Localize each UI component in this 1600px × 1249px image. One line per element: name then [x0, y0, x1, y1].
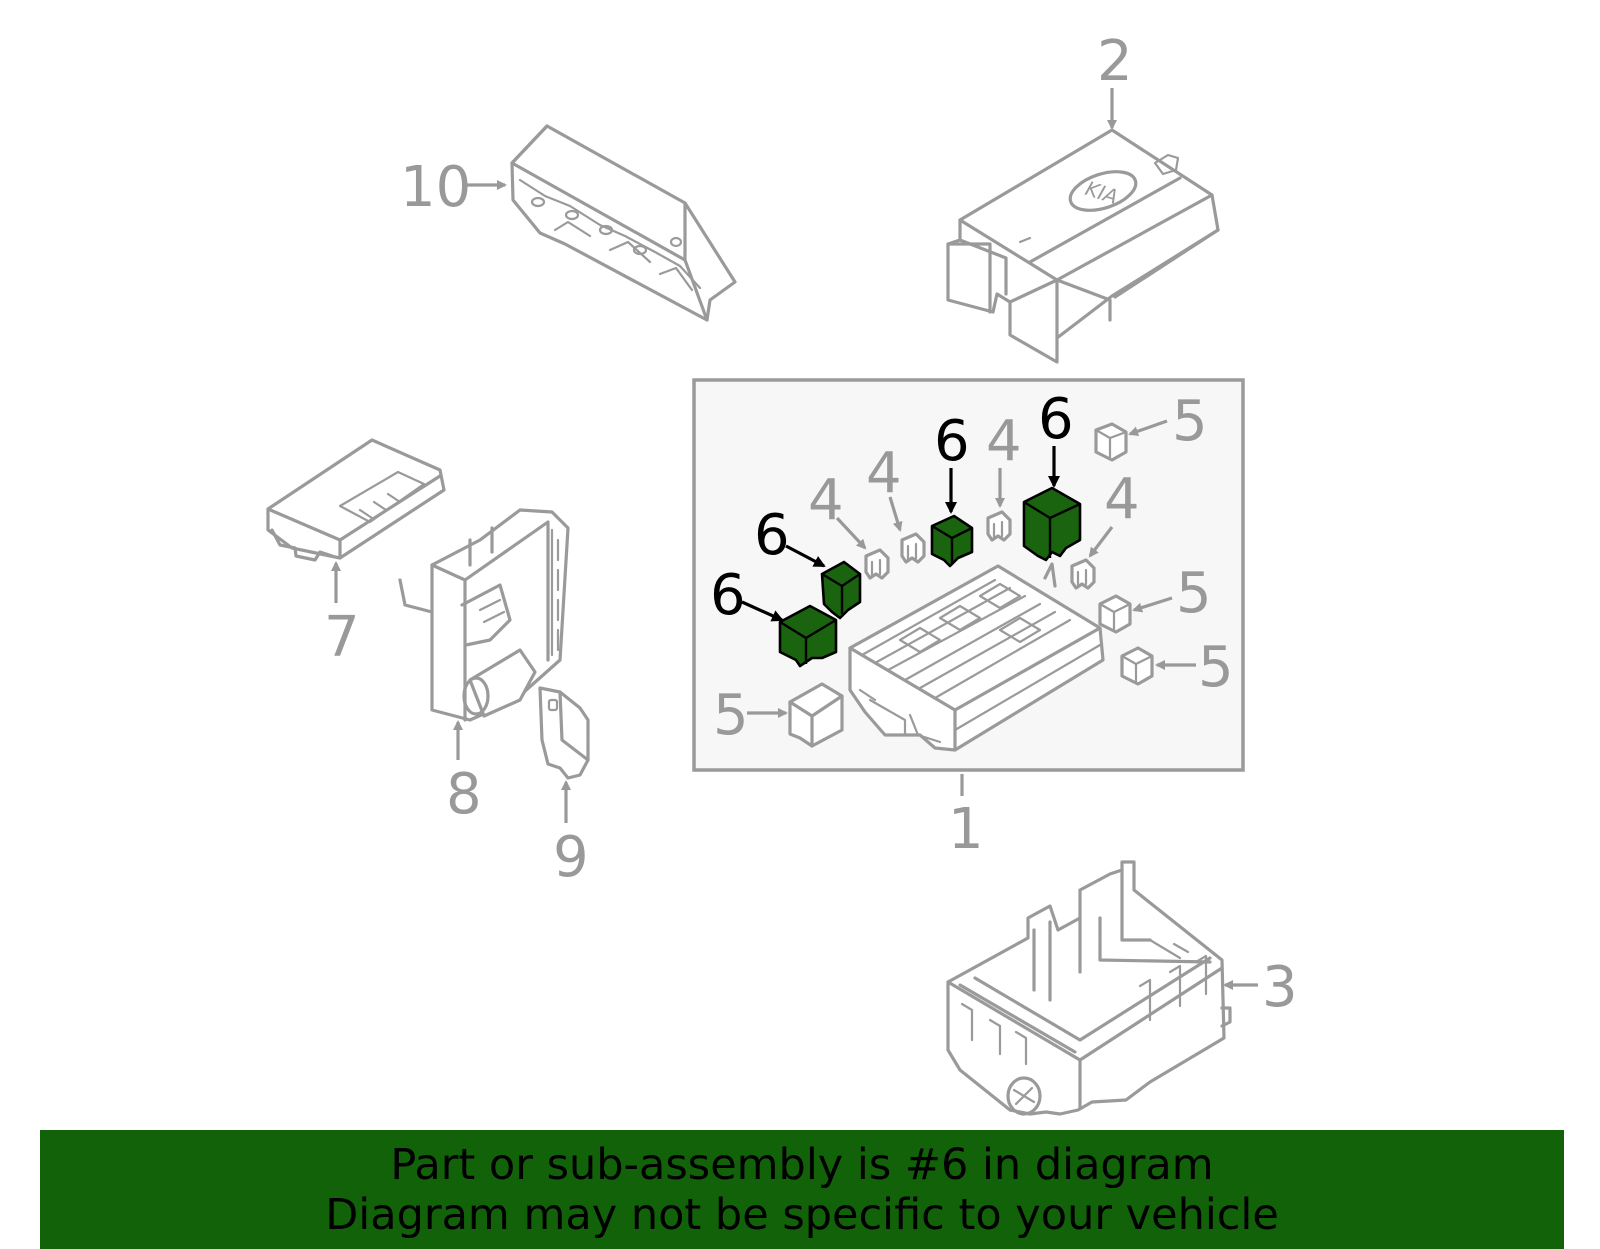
callout-9-label: 9: [553, 825, 589, 890]
callout-4c-label: 4: [986, 409, 1022, 474]
part-6-relay-a: [1022, 486, 1082, 562]
callout-5c: 5: [1155, 635, 1234, 700]
part-7-module: [266, 438, 446, 562]
callout-6b-label: 6: [934, 409, 970, 474]
part-5-relay-a: [1094, 422, 1128, 462]
callout-6a: 6: [1038, 387, 1074, 488]
callout-6d-label: 6: [710, 563, 746, 628]
callout-7: 7: [324, 561, 360, 670]
part-2-cover: KIA: [946, 128, 1220, 364]
callout-1: 1: [948, 774, 984, 862]
callout-8-label: 8: [446, 762, 482, 827]
part-6-relay-b: [930, 514, 974, 568]
callout-3: 3: [1223, 955, 1298, 1020]
callout-5d: 5: [713, 683, 788, 748]
callout-5d-label: 5: [713, 683, 749, 748]
info-banner: Part or sub-assembly is #6 in diagram Di…: [40, 1130, 1564, 1249]
part-5-relay-d: [788, 682, 844, 748]
part-4-fuse-d: [1070, 558, 1096, 590]
callout-6a-label: 6: [1038, 387, 1074, 452]
callout-4a: 4: [808, 468, 867, 550]
banner-line-2: Diagram may not be specific to your vehi…: [325, 1189, 1279, 1240]
callout-1-label: 1: [948, 797, 984, 862]
callout-10: 10: [400, 155, 507, 220]
part-4-fuse-a: [864, 548, 890, 580]
callout-2-label: 2: [1097, 29, 1133, 94]
callout-6c-label: 6: [754, 503, 790, 568]
callout-3-label: 3: [1262, 955, 1298, 1020]
callout-5a: 5: [1128, 389, 1208, 454]
callout-5c-label: 5: [1198, 635, 1234, 700]
part-6-relay-d: [778, 604, 838, 668]
callout-5a-label: 5: [1172, 389, 1208, 454]
callout-6c: 6: [754, 503, 826, 568]
part-3-tray: [946, 860, 1232, 1116]
callout-4d: 4: [1088, 467, 1140, 558]
part-1-fuse-block: [848, 562, 1105, 752]
part-9-bracket: [538, 686, 590, 780]
part-5-relay-c: [1120, 646, 1154, 686]
callout-2: 2: [1097, 29, 1133, 130]
part-5-relay-b: [1098, 594, 1132, 634]
callout-7-label: 7: [324, 605, 360, 670]
callout-4a-label: 4: [808, 468, 844, 533]
callout-4b: 4: [866, 441, 903, 532]
callout-4b-label: 4: [866, 441, 902, 506]
callout-10-label: 10: [400, 155, 471, 220]
part-4-fuse-b: [900, 532, 926, 564]
callout-6b: 6: [934, 409, 970, 514]
callout-8: 8: [446, 720, 482, 827]
part-6-relay-c: [820, 560, 862, 620]
part-8-junction-block: [398, 508, 570, 722]
part-10-bracket: [510, 124, 737, 322]
callout-5b: 5: [1132, 561, 1212, 626]
callout-6d: 6: [710, 563, 784, 628]
callout-9: 9: [553, 780, 589, 890]
callout-4c: 4: [986, 409, 1022, 508]
banner-line-1: Part or sub-assembly is #6 in diagram: [390, 1139, 1214, 1190]
part-4-fuse-c: [986, 510, 1012, 542]
callout-4d-label: 4: [1104, 467, 1140, 532]
callout-5b-label: 5: [1176, 561, 1212, 626]
